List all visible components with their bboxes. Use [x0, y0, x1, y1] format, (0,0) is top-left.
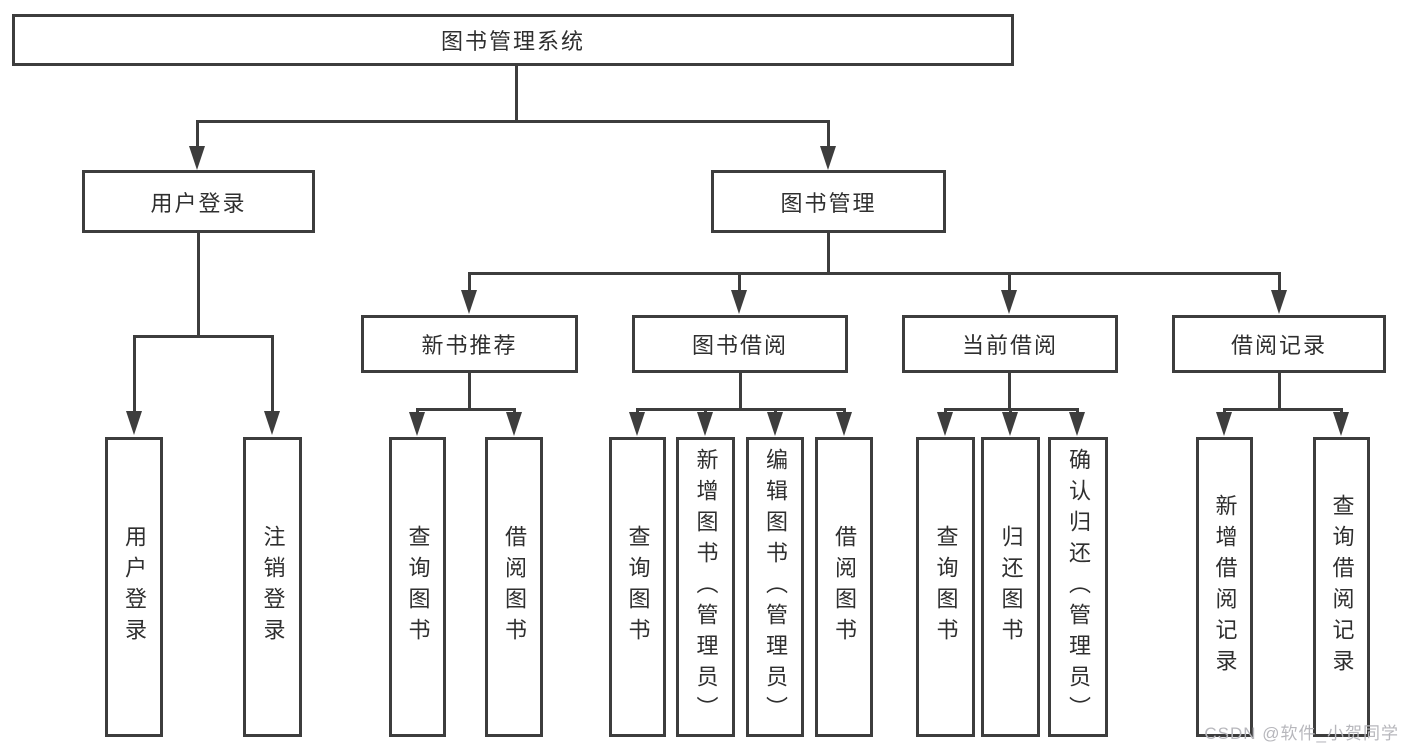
arrow-down-icon: [1001, 290, 1017, 314]
connector-drop-leaf-logout: [271, 335, 274, 415]
connector-borrowing-records-stem: [1278, 371, 1281, 411]
arrow-down-icon: [1271, 290, 1287, 314]
connector-drop-new-book: [468, 272, 471, 294]
connector-user-login-stem: [197, 231, 200, 337]
arrow-down-icon: [461, 290, 477, 314]
node-borrowing-records: 借阅记录: [1172, 315, 1386, 373]
node-book-borrowing: 图书借阅: [632, 315, 848, 373]
arrow-down-icon: [1216, 412, 1232, 436]
connector-book-borrowing-stem: [739, 371, 742, 411]
leaf-confirm-return-admin: 确认归还（管理员）: [1048, 437, 1108, 737]
connector-drop-current-borrowing: [1008, 272, 1011, 294]
arrow-down-icon: [767, 412, 783, 436]
node-current-borrowing-label: 当前借阅: [961, 333, 1058, 358]
leaf-query-books-borrowing: 查询图书: [609, 437, 666, 737]
leaf-return-books: 归还图书: [981, 437, 1040, 737]
connector-new-book-branch: [416, 408, 516, 411]
leaf-logout: 注销登录: [243, 437, 302, 737]
connector-current-borrowing-stem: [1008, 371, 1011, 411]
leaf-query-borrow-record: 查询借阅记录: [1313, 437, 1370, 737]
leaf-confirm-return-admin-label: 确认归还（管理员）: [1066, 447, 1091, 727]
arrow-down-icon: [126, 411, 142, 435]
leaf-user-login: 用户登录: [105, 437, 163, 737]
arrow-down-icon: [409, 412, 425, 436]
leaf-query-books-current-label: 查询图书: [933, 525, 959, 649]
leaf-add-borrow-record-label: 新增借阅记录: [1212, 494, 1238, 680]
leaf-return-books-label: 归还图书: [998, 525, 1024, 649]
arrow-down-icon: [1069, 412, 1085, 436]
leaf-query-books-borrowing-label: 查询图书: [625, 525, 651, 649]
connector-drop-borrowing-records: [1278, 272, 1281, 294]
arrow-down-icon: [629, 412, 645, 436]
node-book-borrowing-label: 图书借阅: [691, 333, 788, 358]
connector-borrowing-records-branch: [1223, 408, 1343, 411]
arrow-down-icon: [189, 146, 205, 170]
node-new-book-recommendation-label: 新书推荐: [421, 333, 518, 358]
connector-level1-branch: [196, 120, 830, 123]
node-book-management: 图书管理: [711, 170, 946, 233]
leaf-add-books-admin-label: 新增图书（管理员）: [693, 447, 719, 727]
connector-drop-user-login: [196, 120, 199, 150]
connector-new-book-stem: [468, 371, 471, 411]
arrow-down-icon: [836, 412, 852, 436]
arrow-down-icon: [1333, 412, 1349, 436]
leaf-user-login-label: 用户登录: [122, 525, 147, 649]
arrow-down-icon: [937, 412, 953, 436]
node-user-login: 用户登录: [82, 170, 315, 233]
arrow-down-icon: [697, 412, 713, 436]
leaf-edit-books-admin: 编辑图书（管理员）: [746, 437, 804, 737]
arrow-down-icon: [820, 146, 836, 170]
node-current-borrowing: 当前借阅: [902, 315, 1118, 373]
leaf-edit-books-admin-label: 编辑图书（管理员）: [763, 447, 788, 727]
connector-book-borrowing-branch: [636, 408, 846, 411]
connector-drop-book-management: [827, 120, 830, 150]
node-book-management-label: 图书管理: [780, 190, 877, 216]
node-new-book-recommendation: 新书推荐: [361, 315, 578, 373]
leaf-add-books-admin: 新增图书（管理员）: [676, 437, 735, 737]
leaf-query-books-current: 查询图书: [916, 437, 975, 737]
leaf-query-borrow-record-label: 查询借阅记录: [1329, 494, 1355, 680]
connector-book-management-stem: [827, 231, 830, 274]
arrow-down-icon: [1002, 412, 1018, 436]
node-borrowing-records-label: 借阅记录: [1230, 333, 1327, 358]
arrow-down-icon: [506, 412, 522, 436]
leaf-query-books-recommend-label: 查询图书: [405, 525, 431, 649]
leaf-borrow-books-borrowing: 借阅图书: [815, 437, 873, 737]
leaf-borrow-books-recommend-label: 借阅图书: [502, 525, 527, 649]
arrow-down-icon: [731, 290, 747, 314]
leaf-add-borrow-record: 新增借阅记录: [1196, 437, 1253, 737]
connector-user-login-branch: [133, 335, 274, 338]
connector-root-stem: [515, 66, 518, 123]
leaf-borrow-books-recommend: 借阅图书: [485, 437, 543, 737]
connector-drop-leaf-user-login: [133, 335, 136, 415]
node-user-login-label: 用户登录: [150, 190, 247, 216]
leaf-query-books-recommend: 查询图书: [389, 437, 446, 737]
connector-level3-branch: [468, 272, 1281, 275]
arrow-down-icon: [264, 411, 280, 435]
leaf-borrow-books-borrowing-label: 借阅图书: [832, 525, 857, 649]
node-library-system-label: 图书管理系统: [440, 29, 585, 54]
connector-drop-book-borrowing: [738, 272, 741, 294]
node-library-system: 图书管理系统: [12, 14, 1014, 66]
leaf-logout-label: 注销登录: [260, 525, 286, 649]
watermark-text: CSDN @软件_小贺同学: [1204, 724, 1399, 743]
